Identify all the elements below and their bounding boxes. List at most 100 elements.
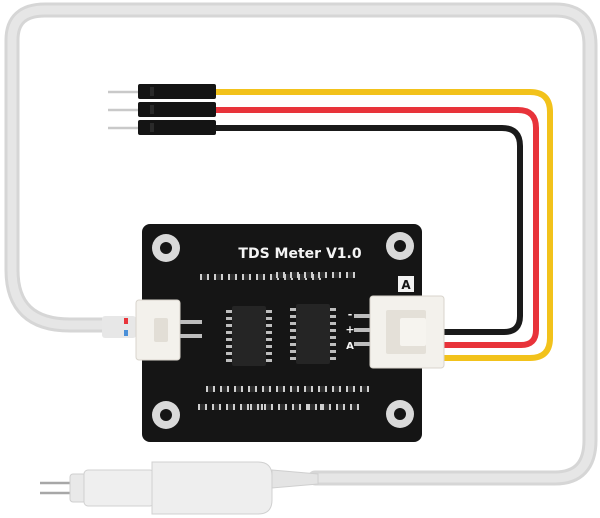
component-detail — [226, 359, 232, 362]
component-detail — [255, 386, 257, 392]
component-detail — [306, 404, 308, 410]
component-detail — [250, 404, 259, 410]
component-detail — [330, 350, 336, 353]
component-detail — [332, 272, 334, 278]
component-detail — [242, 274, 244, 280]
component-detail — [206, 386, 215, 392]
component-detail — [311, 272, 313, 278]
component-detail — [318, 386, 320, 392]
component-detail — [322, 404, 331, 410]
component-detail — [292, 404, 294, 410]
component-detail — [330, 343, 336, 346]
component-detail — [276, 386, 278, 392]
component-detail — [200, 274, 202, 280]
component-detail — [226, 352, 232, 355]
component-detail — [360, 386, 369, 392]
component-detail — [240, 404, 242, 410]
component-detail — [353, 386, 355, 392]
component-detail — [214, 274, 223, 280]
mounting-hole — [152, 232, 414, 429]
component-detail — [304, 272, 306, 278]
component-detail — [214, 274, 216, 280]
component-detail — [290, 357, 296, 360]
component-detail — [357, 404, 359, 410]
component-detail — [250, 404, 252, 410]
component-detail — [330, 308, 336, 311]
black-wire — [215, 125, 523, 335]
component-detail — [269, 386, 271, 392]
ic-pins — [226, 308, 336, 362]
component-detail — [233, 404, 235, 410]
component-detail — [278, 404, 287, 410]
component-detail — [266, 310, 272, 313]
component-detail — [221, 274, 223, 280]
component-detail — [248, 386, 257, 392]
component-detail — [226, 331, 232, 334]
component-detail — [329, 404, 331, 410]
component-detail — [256, 274, 258, 280]
component-detail — [330, 336, 336, 339]
component-detail — [228, 274, 230, 280]
component-detail — [346, 386, 348, 392]
component-detail — [304, 272, 313, 278]
component-detail — [304, 386, 306, 392]
component-detail — [213, 386, 215, 392]
component-detail — [330, 322, 336, 325]
component-detail — [330, 357, 336, 360]
component-detail — [346, 272, 355, 278]
component-detail — [226, 310, 232, 313]
port-label: A — [401, 278, 411, 292]
component-detail — [240, 404, 249, 410]
component-detail — [320, 404, 322, 410]
component-detail — [276, 386, 285, 392]
component-detail — [297, 386, 299, 392]
component-detail — [276, 272, 278, 278]
component-detail — [290, 308, 296, 311]
component-detail — [226, 338, 232, 341]
component-detail — [264, 404, 266, 410]
component-detail — [206, 386, 208, 392]
pin-label-plus: + — [345, 323, 354, 336]
component-detail — [290, 343, 296, 346]
component-detail — [325, 272, 327, 278]
component-detail — [257, 404, 259, 410]
component-detail — [226, 317, 232, 320]
component-detail — [266, 324, 272, 327]
component-detail — [299, 404, 301, 410]
component-detail — [318, 272, 320, 278]
component-detail — [266, 338, 272, 341]
component-detail — [290, 386, 299, 392]
component-detail — [266, 331, 272, 334]
component-detail — [264, 404, 273, 410]
component-detail — [226, 404, 235, 410]
component-detail — [271, 404, 273, 410]
component-detail — [325, 386, 327, 392]
component-detail — [262, 386, 264, 392]
component-detail — [332, 386, 334, 392]
component-detail — [256, 274, 265, 280]
component-detail — [290, 350, 296, 353]
component-detail — [235, 274, 237, 280]
component-detail — [200, 274, 209, 280]
component-detail — [308, 404, 317, 410]
component-detail — [248, 386, 250, 392]
component-detail — [290, 322, 296, 325]
component-detail — [270, 274, 279, 280]
component-detail — [234, 386, 236, 392]
component-detail — [290, 386, 292, 392]
component-detail — [332, 272, 341, 278]
probe-plug — [40, 461, 319, 515]
component-detail — [234, 386, 243, 392]
component-detail — [207, 274, 209, 280]
component-detail — [212, 404, 221, 410]
component-detail — [336, 404, 345, 410]
component-detail — [198, 404, 200, 410]
component-detail — [263, 274, 265, 280]
component-detail — [318, 386, 327, 392]
component-detail — [270, 274, 272, 280]
component-detail — [266, 352, 272, 355]
component-detail — [308, 404, 310, 410]
smd-components — [198, 272, 369, 410]
component-detail — [220, 386, 222, 392]
component-detail — [285, 404, 287, 410]
